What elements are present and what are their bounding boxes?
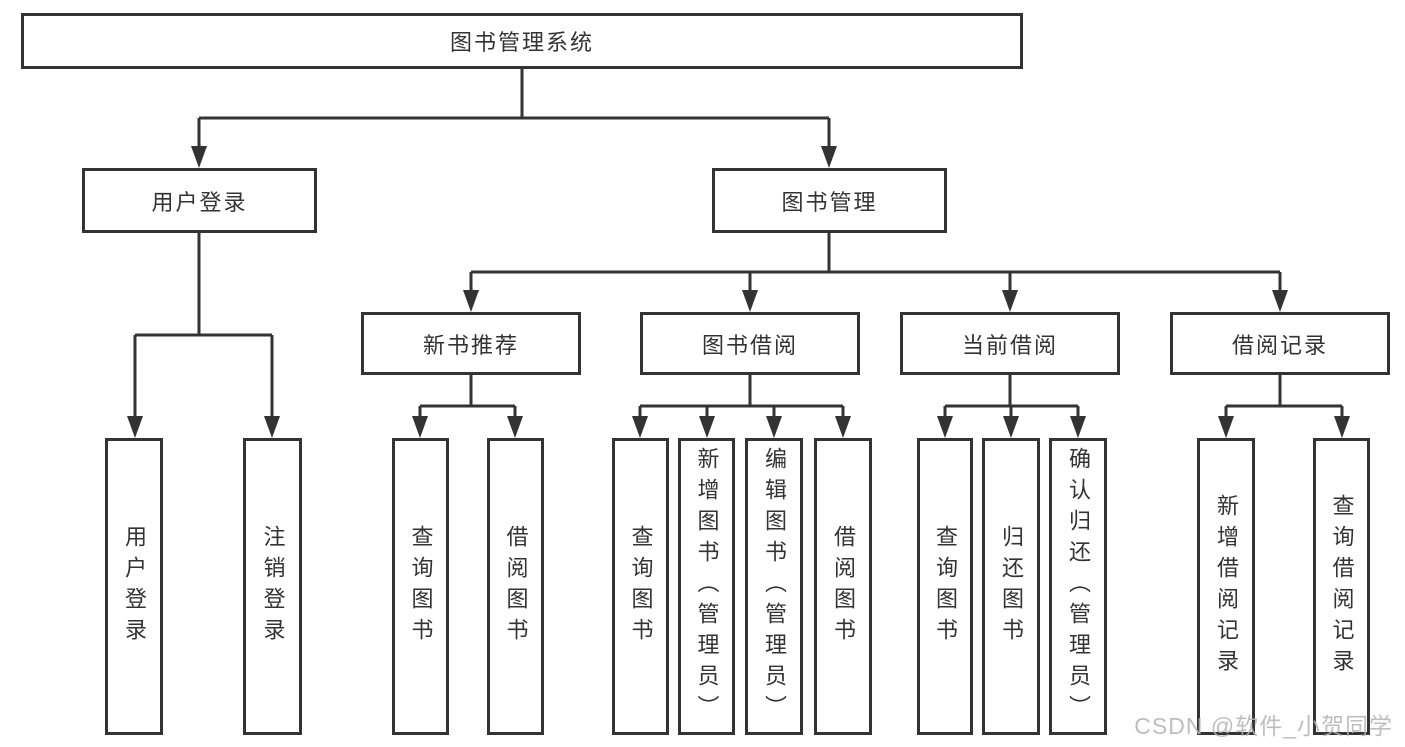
leaf-add-borrow-record-label: 新增借阅记录 bbox=[1214, 493, 1239, 680]
leaf-borrow-books-recommend: 借阅图书 bbox=[487, 438, 544, 735]
leaf-borrow-books-borrow: 借阅图书 bbox=[814, 438, 872, 735]
leaf-confirm-return-admin-label: 确认归还（管理员） bbox=[1066, 447, 1091, 726]
leaf-add-borrow-record: 新增借阅记录 bbox=[1197, 438, 1255, 735]
leaf-return-book: 归还图书 bbox=[982, 438, 1040, 735]
leaf-borrow-books-recommend-label: 借阅图书 bbox=[503, 524, 529, 649]
leaf-confirm-return-admin: 确认归还（管理员） bbox=[1049, 438, 1107, 735]
leaf-query-books-borrow-label: 查询图书 bbox=[628, 524, 654, 649]
leaf-query-books-current-label: 查询图书 bbox=[933, 524, 958, 649]
leaf-query-books-current: 查询图书 bbox=[917, 438, 973, 735]
leaf-edit-book-admin-label: 编辑图书（管理员） bbox=[762, 447, 787, 726]
leaf-add-book-admin-label: 新增图书（管理员） bbox=[694, 447, 720, 726]
leaf-user-login-label: 用户登录 bbox=[122, 524, 147, 649]
node-root: 图书管理系统 bbox=[21, 13, 1023, 69]
leaf-query-books-recommend: 查询图书 bbox=[392, 438, 449, 735]
node-borrow-records: 借阅记录 bbox=[1170, 312, 1390, 375]
leaf-user-login: 用户登录 bbox=[105, 438, 163, 735]
node-current-borrow: 当前借阅 bbox=[900, 312, 1120, 375]
leaf-edit-book-admin: 编辑图书（管理员） bbox=[745, 438, 803, 735]
leaf-return-book-label: 归还图书 bbox=[999, 524, 1024, 649]
leaf-query-borrow-record: 查询借阅记录 bbox=[1313, 438, 1370, 735]
leaf-add-book-admin: 新增图书（管理员） bbox=[678, 438, 735, 735]
leaf-query-books-borrow: 查询图书 bbox=[612, 438, 669, 735]
node-book-management: 图书管理 bbox=[712, 168, 947, 233]
leaf-borrow-books-borrow-label: 借阅图书 bbox=[831, 524, 856, 649]
node-book-borrow: 图书借阅 bbox=[640, 312, 860, 375]
leaf-logout-label: 注销登录 bbox=[260, 524, 286, 649]
node-new-book-recommend: 新书推荐 bbox=[361, 312, 581, 375]
node-user-login: 用户登录 bbox=[82, 168, 317, 233]
leaf-query-borrow-record-label: 查询借阅记录 bbox=[1329, 493, 1355, 680]
leaf-query-books-recommend-label: 查询图书 bbox=[408, 524, 434, 649]
leaf-logout: 注销登录 bbox=[243, 438, 302, 735]
watermark-text: CSDN @软件_小贺同学 bbox=[1134, 713, 1393, 739]
